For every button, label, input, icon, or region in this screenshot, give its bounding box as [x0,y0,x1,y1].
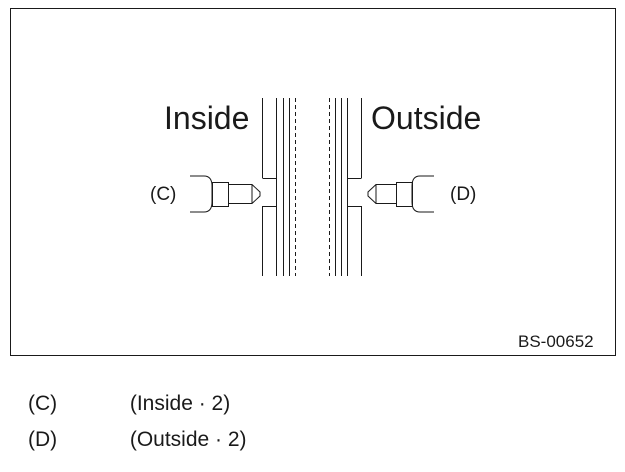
callout-d: (D) [450,184,476,205]
legend-description: (Inside · 2) [129,392,231,415]
outside-label: Outside [371,100,481,136]
legend-row-d: (D) (Outside · 2) [28,428,247,452]
clip-d-shape [367,175,434,213]
inside-panel [262,98,296,276]
legend-key: (C) [28,392,58,415]
figure-code: BS-00652 [518,332,594,351]
outside-panel [329,98,362,276]
inside-label: Inside [164,100,249,136]
clip-c-shape [190,175,261,213]
callout-c: (C) [150,184,176,205]
legend-description: (Outside · 2) [129,428,247,451]
diagram-frame [10,8,616,356]
legend-key: (D) [28,428,58,451]
legend-row-c: (C) (Inside · 2) [28,392,230,416]
